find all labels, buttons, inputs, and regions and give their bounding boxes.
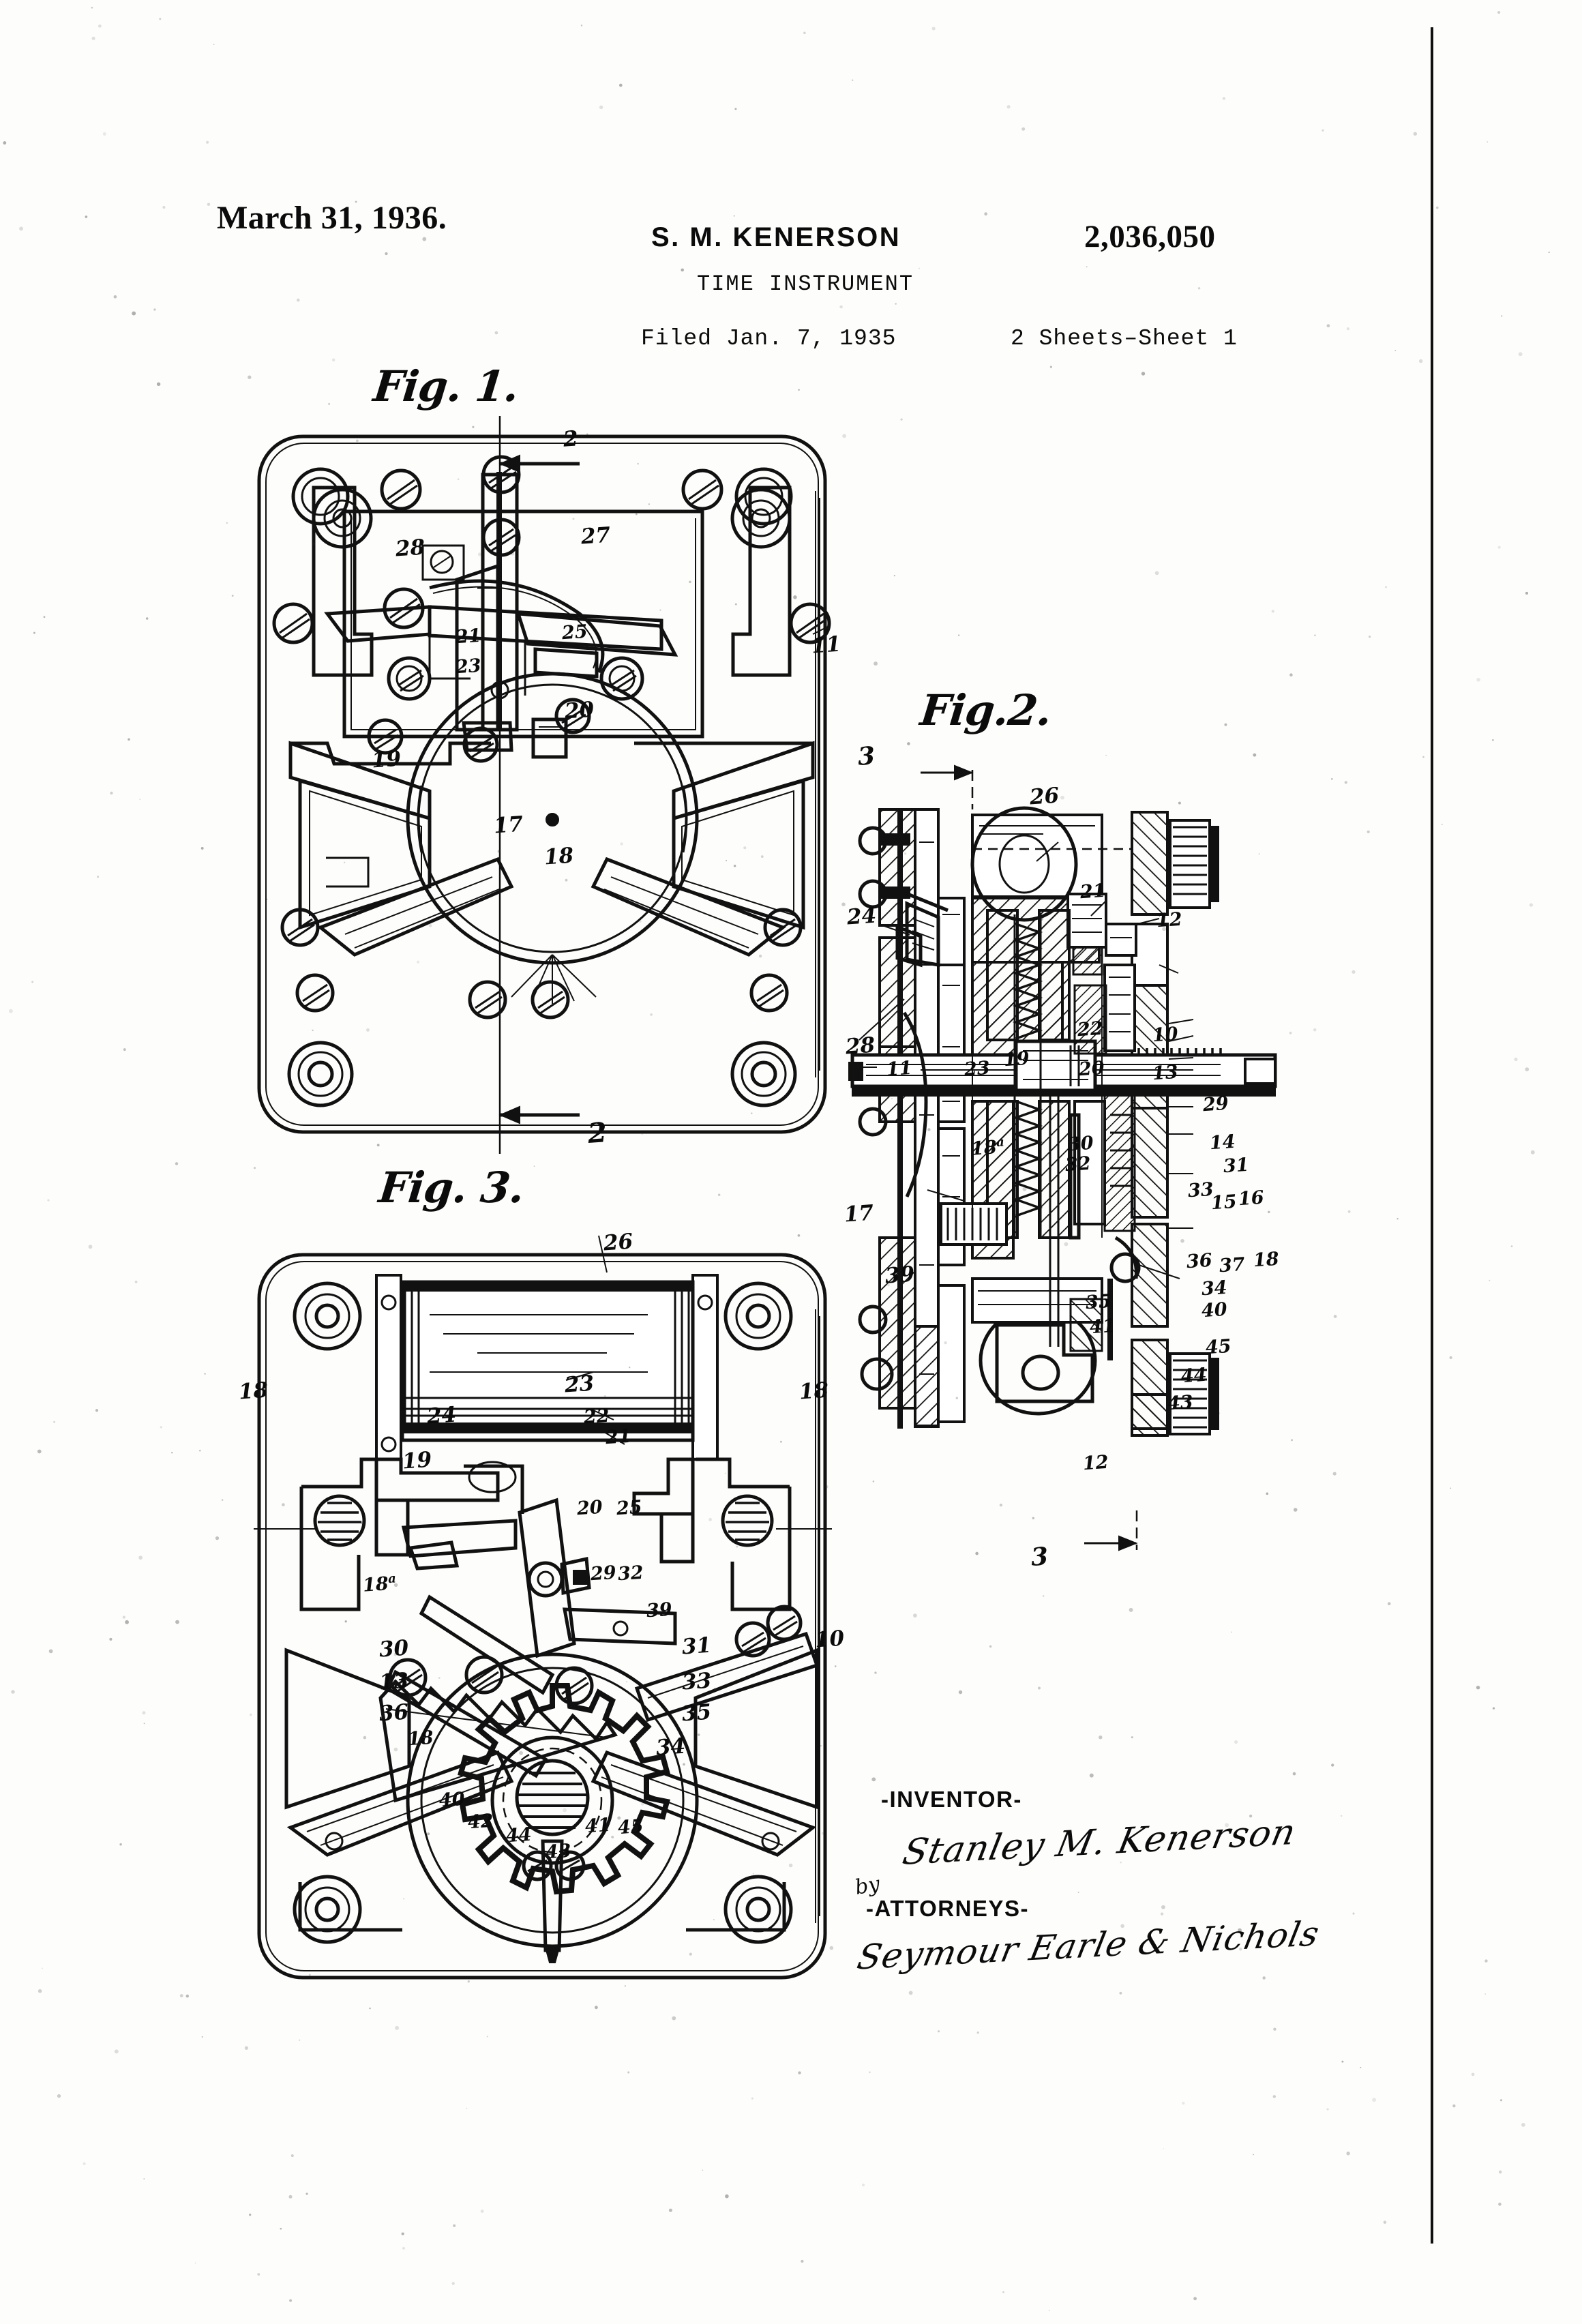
ref-numeral-15-fig2: 15: [1210, 1191, 1238, 1215]
ref-numeral-24: 24: [846, 903, 878, 930]
ref-numeral-17-fig2: 17: [843, 1200, 875, 1227]
ref-numeral-41-fig3: 41: [584, 1814, 612, 1838]
figure-2-drawing: [848, 764, 1277, 1551]
ref-numeral-30-fig3: 30: [378, 1635, 410, 1663]
ref-numeral-39-fig2: 39: [884, 1262, 916, 1289]
ref-numeral-23: 23: [454, 655, 482, 679]
ref-numeral-19-fig2: 19: [1002, 1047, 1030, 1071]
ref-numeral-26-fig3: 26: [602, 1229, 634, 1256]
ref-numeral-13-fig3: 13: [378, 1668, 410, 1695]
ref-numeral-2: 2: [562, 426, 579, 452]
invention-title: TIME INSTRUMENT: [697, 271, 914, 297]
ref-numeral-10-fig2: 10: [1151, 1023, 1179, 1047]
ref-numeral-45-fig3: 45: [616, 1815, 644, 1839]
ref-numeral-20-fig2: 20: [1077, 1057, 1105, 1081]
ref-numeral-44-fig3: 44: [505, 1823, 533, 1847]
figure-1-label: Fig. 1.: [371, 361, 521, 411]
ref-numeral-19: 19: [370, 746, 402, 773]
ref-numeral-12b-fig2: 12: [1081, 1451, 1109, 1475]
ref-numeral-19-fig3: 19: [401, 1447, 433, 1474]
ref-numeral-29-fig2: 29: [1202, 1092, 1229, 1116]
ref-numeral-11: 11: [810, 631, 842, 659]
ref-numeral-20: 20: [563, 697, 595, 724]
ref-numeral-12-fig2: 12: [1155, 908, 1183, 932]
ref-numeral-34-fig2: 34: [1200, 1277, 1228, 1300]
ref-numeral-18: 18: [543, 843, 575, 870]
ref-numeral-18-fig2: 18: [1252, 1248, 1280, 1272]
ref-numeral-23-fig3: 23: [563, 1371, 595, 1398]
ref-numeral-29-fig3: 29: [589, 1562, 617, 1585]
ref-numeral-21-fig3: 21: [604, 1425, 632, 1449]
ref-numeral-32-fig2: 32: [1064, 1152, 1092, 1176]
ref-numeral-25-fig3: 25: [615, 1496, 643, 1520]
ref-numeral-22-fig2: 22: [1076, 1017, 1104, 1041]
figure-1-drawing: [257, 416, 831, 1154]
ref-numeral-11-fig2: 11: [885, 1057, 913, 1081]
ref-numeral-37-fig2: 37: [1218, 1253, 1246, 1277]
ref-numeral-28: 28: [394, 535, 426, 562]
ref-numeral-25: 25: [561, 621, 588, 644]
screw-head: [272, 455, 831, 1019]
ref-numeral-20-fig3: 20: [576, 1496, 603, 1520]
ref-numeral-45-fig2: 45: [1204, 1335, 1232, 1359]
signature-block: -INVENTOR- Stanley M. Kenerson by -ATTOR…: [853, 1759, 1412, 2046]
ref-numeral-10-fig3: 10: [814, 1626, 846, 1653]
ref-numeral-18-right-fig3: 18: [798, 1377, 830, 1405]
ref-numeral-18a-fig2: 18a: [970, 1135, 1005, 1160]
patent-number: 2,036,050: [1084, 219, 1216, 254]
sheet-count: 2 Sheets–Sheet 1: [1011, 326, 1238, 351]
attorneys-caption: -ATTORNEYS-: [866, 1896, 1029, 1921]
ref-numeral-40-fig3: 40: [438, 1788, 466, 1812]
ref-numeral-34-fig3: 34: [655, 1733, 687, 1761]
ref-numeral-33-fig3: 33: [681, 1668, 713, 1695]
ref-numeral-26: 26: [1028, 783, 1060, 810]
ref-numeral-18-left-fig3: 18: [237, 1377, 269, 1405]
ref-numeral-14-fig2: 14: [1208, 1131, 1236, 1154]
figure-3-drawing: [254, 1235, 832, 1980]
ref-numeral-44-fig2: 44: [1180, 1364, 1208, 1388]
ref-numeral-22-fig3: 22: [582, 1405, 610, 1429]
ref-numeral-23-fig2: 23: [963, 1057, 991, 1081]
patent-header: March 31, 1936. S. M. KENERSON 2,036,050…: [0, 0, 1582, 382]
ref-numeral-28-fig2: 28: [844, 1032, 876, 1060]
ref-numeral-40-fig2: 40: [1200, 1298, 1228, 1322]
inventor-signature: Stanley M. Kenerson: [899, 1812, 1300, 1873]
ref-numeral-24-fig3: 24: [426, 1402, 458, 1429]
ref-numeral-35-fig3: 35: [681, 1699, 713, 1727]
ref-numeral-36-fig2: 36: [1185, 1249, 1213, 1273]
ref-numeral-13-fig2: 13: [1151, 1061, 1179, 1085]
ref-numeral-36-fig3: 36: [378, 1699, 410, 1727]
ref-numeral-43-fig3: 43: [544, 1840, 572, 1864]
ref-numeral-18-hub-fig3: 18: [406, 1727, 434, 1751]
ref-numeral-32-fig3: 32: [616, 1562, 644, 1585]
ref-numeral-16-fig2: 16: [1237, 1187, 1265, 1210]
ref-numeral-30-fig2: 30: [1066, 1132, 1094, 1156]
ref-numeral-3-bottom: 3: [1030, 1542, 1049, 1572]
figure-2-label: Fig.2.: [918, 685, 1054, 735]
ref-numeral-39-fig3: 39: [645, 1598, 673, 1622]
inventor-caption: -INVENTOR-: [881, 1787, 1022, 1812]
ref-numeral-21: 21: [454, 625, 482, 649]
ref-numeral-18a-fig3: 18a: [362, 1571, 397, 1596]
filing-date: Filed Jan. 7, 1935: [641, 326, 897, 351]
ref-numeral-21-fig2: 21: [1079, 880, 1107, 904]
attorney-signature: Seymour Earle & Nichols: [854, 1913, 1323, 1978]
ref-numeral-3-top: 3: [856, 741, 876, 771]
ref-numeral-27: 27: [580, 522, 612, 550]
page-margin-rule: [1431, 27, 1433, 2244]
ref-numeral-42-fig3: 42: [466, 1810, 494, 1834]
ref-numeral-31-fig2: 31: [1222, 1154, 1250, 1178]
inventor-name-header: S. M. KENERSON: [651, 222, 901, 252]
issue-date: March 31, 1936.: [217, 200, 447, 236]
ref-numeral-41-fig2: 41: [1088, 1315, 1116, 1339]
ref-numeral-17: 17: [492, 811, 524, 839]
figure-3-label: Fig. 3.: [376, 1163, 526, 1212]
ref-numeral-43-fig2: 43: [1166, 1391, 1194, 1415]
ref-numeral-2-bottom: 2: [586, 1116, 608, 1150]
ref-numeral-35-fig2: 35: [1084, 1290, 1112, 1314]
ref-numeral-31-fig3: 31: [681, 1633, 713, 1660]
